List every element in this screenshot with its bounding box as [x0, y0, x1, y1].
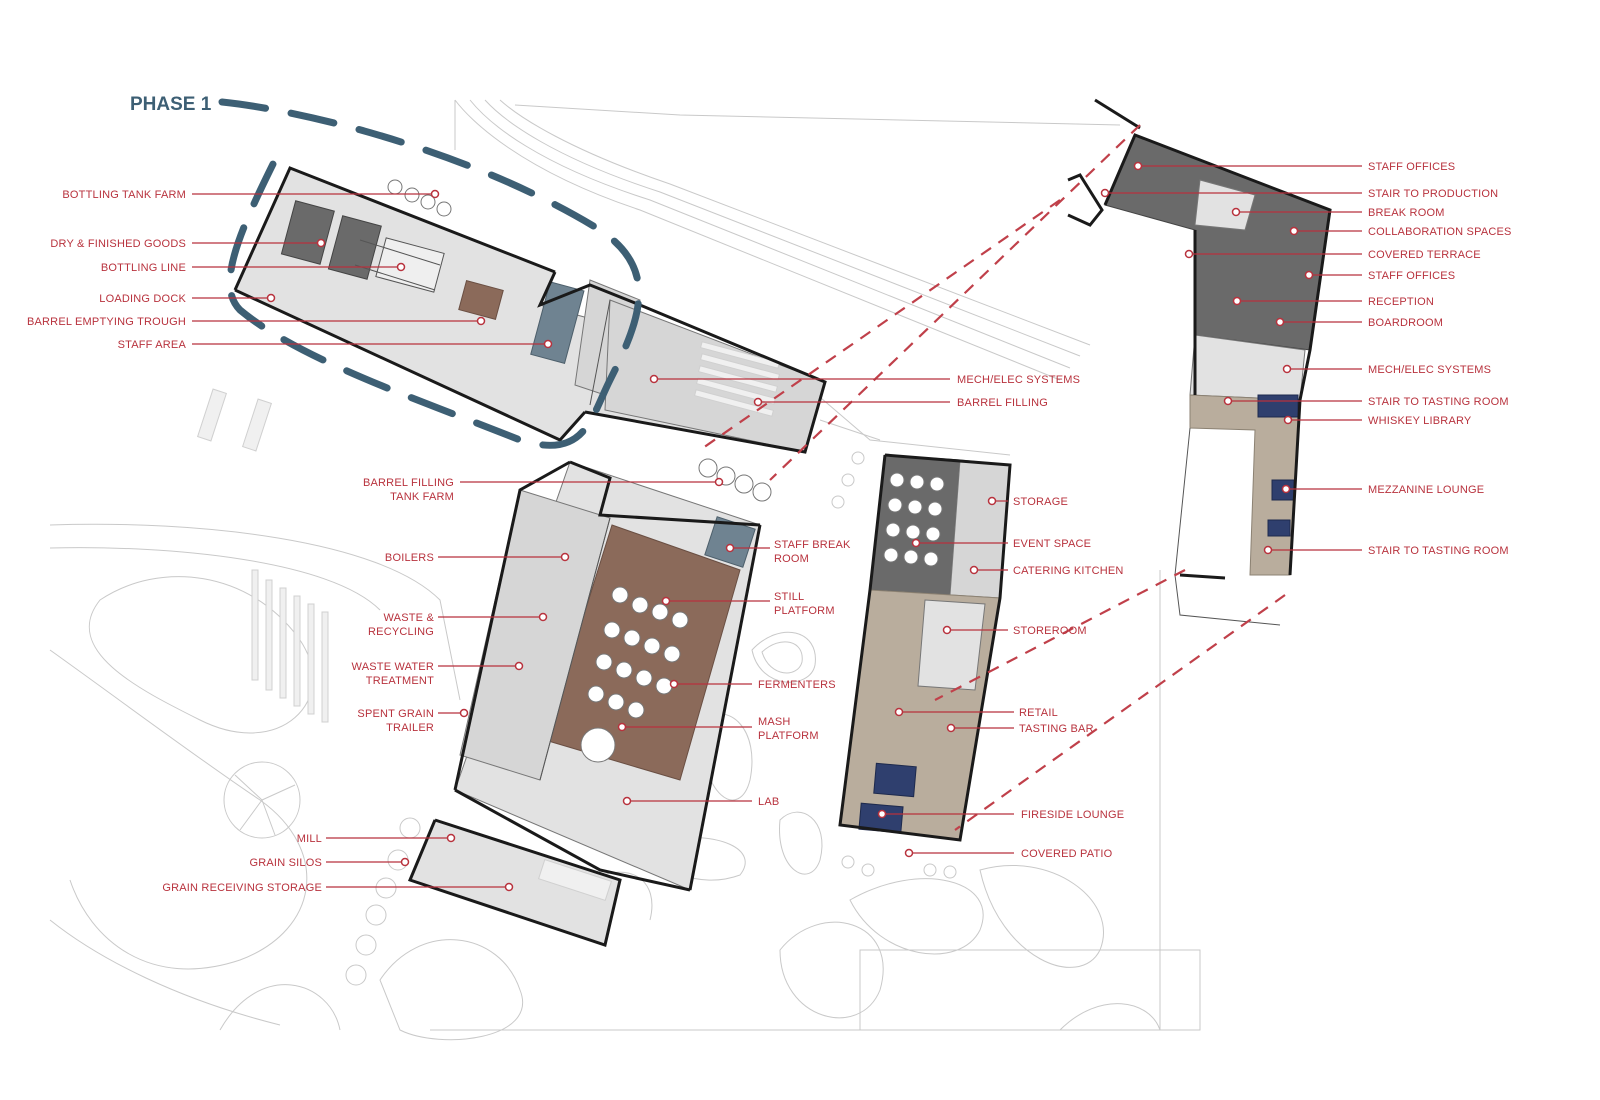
grain-bins — [537, 859, 613, 901]
label-grain-silos: GRAIN SILOS — [250, 857, 323, 869]
label-mezzanine-lounge: MEZZANINE LOUNGE — [1368, 484, 1484, 496]
patio-furniture — [831, 451, 957, 879]
label-staff-break-room-1: STAFF BREAK — [774, 539, 851, 551]
fermenter-tanks — [587, 586, 689, 719]
label-break-room: BREAK ROOM — [1368, 207, 1445, 219]
label-grain-receiving-storage: GRAIN RECEIVING STORAGE — [162, 882, 322, 894]
label-mill: MILL — [297, 833, 322, 845]
label-barrel-filling-tank-farm-1: BARREL FILLING — [363, 477, 454, 489]
label-waste-recycling-1: WASTE & — [384, 612, 435, 624]
label-waste-water-2: TREATMENT — [366, 675, 434, 687]
label-waste-recycling-2: RECYCLING — [368, 626, 434, 638]
label-stair-to-tasting-room-1: STAIR TO TASTING ROOM — [1368, 396, 1509, 408]
label-event-space: EVENT SPACE — [1013, 538, 1091, 550]
label-storeroom: STOREROOM — [1013, 625, 1087, 637]
production-building — [453, 460, 762, 892]
mash-tun — [580, 727, 616, 763]
label-mech-elec-systems-1: MECH/ELEC SYSTEMS — [957, 374, 1080, 386]
label-whiskey-library: WHISKEY LIBRARY — [1368, 415, 1472, 427]
label-staff-offices-2: STAFF OFFICES — [1368, 270, 1455, 282]
floor-projection-lines — [699, 124, 1286, 831]
event-tables — [883, 472, 945, 567]
label-retail: RETAIL — [1019, 707, 1058, 719]
label-reception: RECEPTION — [1368, 296, 1434, 308]
label-fermenters: FERMENTERS — [758, 679, 836, 691]
label-barrel-filling: BARREL FILLING — [957, 397, 1048, 409]
label-covered-terrace: COVERED TERRACE — [1368, 249, 1481, 261]
callouts-right: STAFF OFFICES STAIR TO PRODUCTION BREAK … — [1100, 161, 1512, 557]
label-tasting-bar: TASTING BAR — [1019, 723, 1094, 735]
label-catering-kitchen: CATERING KITCHEN — [1013, 565, 1124, 577]
label-mash-platform-1: MASH — [758, 716, 791, 728]
label-storage: STORAGE — [1013, 496, 1068, 508]
label-stair-to-production: STAIR TO PRODUCTION — [1368, 188, 1498, 200]
label-bottling-tank-farm: BOTTLING TANK FARM — [62, 189, 186, 201]
callouts-middle: MECH/ELEC SYSTEMS BARREL FILLING STAFF B… — [617, 374, 1124, 860]
label-barrel-filling-tank-farm-2: TANK FARM — [390, 491, 454, 503]
label-mech-elec-systems-2: MECH/ELEC SYSTEMS — [1368, 364, 1491, 376]
label-dry-finished-goods: DRY & FINISHED GOODS — [50, 238, 186, 250]
label-spent-grain-1: SPENT GRAIN — [357, 708, 434, 720]
tree-symbol — [223, 761, 301, 839]
barrel-filling-tanks — [698, 458, 772, 502]
phase-1-label: PHASE 1 — [130, 94, 212, 115]
event-building — [831, 451, 1012, 879]
callouts-left: BOTTLING TANK FARM DRY & FINISHED GOODS … — [27, 189, 724, 894]
label-boilers: BOILERS — [385, 552, 434, 564]
label-still-platform-2: PLATFORM — [774, 605, 835, 617]
label-barrel-emptying-trough: BARREL EMPTYING TROUGH — [27, 316, 186, 328]
grain-building — [407, 818, 622, 947]
label-spent-grain-2: TRAILER — [386, 722, 434, 734]
label-lab: LAB — [758, 796, 779, 808]
label-covered-patio: COVERED PATIO — [1021, 848, 1113, 860]
label-staff-offices-1: STAFF OFFICES — [1368, 161, 1455, 173]
label-still-platform-1: STILL — [774, 591, 804, 603]
office-building — [1067, 98, 1332, 626]
label-fireside-lounge: FIRESIDE LOUNGE — [1021, 809, 1124, 821]
label-boardroom: BOARDROOM — [1368, 317, 1443, 329]
outdoor-silos — [345, 817, 421, 986]
bottling-building — [233, 166, 827, 502]
phase-1-boundary — [218, 98, 643, 449]
label-mash-platform-2: PLATFORM — [758, 730, 819, 742]
label-collaboration-spaces: COLLABORATION SPACES — [1368, 226, 1512, 238]
site-context — [49, 99, 1201, 1041]
label-staff-area: STAFF AREA — [118, 339, 187, 351]
label-staff-break-room-2: ROOM — [774, 553, 809, 565]
label-bottling-line: BOTTLING LINE — [101, 262, 186, 274]
parking-rows — [251, 569, 329, 723]
bottling-tanks — [387, 179, 452, 217]
label-stair-to-tasting-room-2: STAIR TO TASTING ROOM — [1368, 545, 1509, 557]
label-loading-dock: LOADING DOCK — [99, 293, 186, 305]
label-waste-water-1: WASTE WATER — [352, 661, 434, 673]
